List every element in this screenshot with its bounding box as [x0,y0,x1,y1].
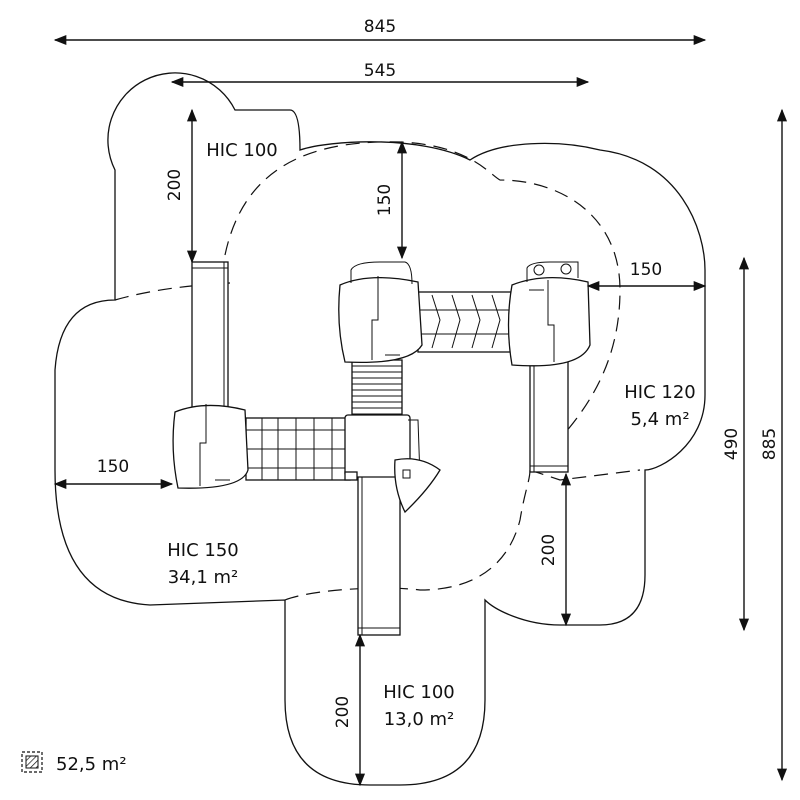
dim-label-right-side: 150 [630,260,662,280]
legend-total-area: 52,5 m² [56,754,127,775]
dim-label-overall-height: 885 [760,428,780,460]
zone-right-area: 5,4 m² [630,409,689,430]
dim-label-overall-width: 845 [364,17,396,37]
zone-left-hic: HIC 150 [167,540,239,561]
dashed-zone-top [224,141,621,471]
zone-bottom-area: 13,0 m² [384,709,455,730]
zone-left-area: 34,1 m² [168,567,239,588]
left-tower [172,404,249,489]
outer-safety-area-outline [54,72,706,786]
right-top-tower [507,277,591,367]
hatched-area-icon [21,751,43,773]
zone-top-left-hic: HIC 100 [206,140,278,161]
front-panel [394,458,441,514]
dim-label-left-side: 150 [97,457,129,477]
dim-label-left-top: 200 [165,169,185,201]
dim-label-bottom: 200 [333,696,353,728]
zone-bottom-hic: HIC 100 [383,682,455,703]
dim-label-inner-width: 545 [364,61,396,81]
dashed-zone-bottom [284,469,531,601]
zone-right-hic: HIC 120 [624,382,696,403]
dim-label-right-bottom: 200 [539,534,559,566]
spiral-tube [351,359,403,419]
dim-label-center-top: 150 [375,184,395,216]
top-bridge [417,291,514,353]
center-top-tower [338,277,423,364]
center-platform [344,414,411,478]
dashed-zone-right-lower [529,469,641,481]
bottom-slide [357,469,401,636]
right-slide [529,359,569,473]
dashed-zone-left [114,282,231,301]
dim-label-inner-height: 490 [722,428,742,460]
left-slide [191,261,229,413]
